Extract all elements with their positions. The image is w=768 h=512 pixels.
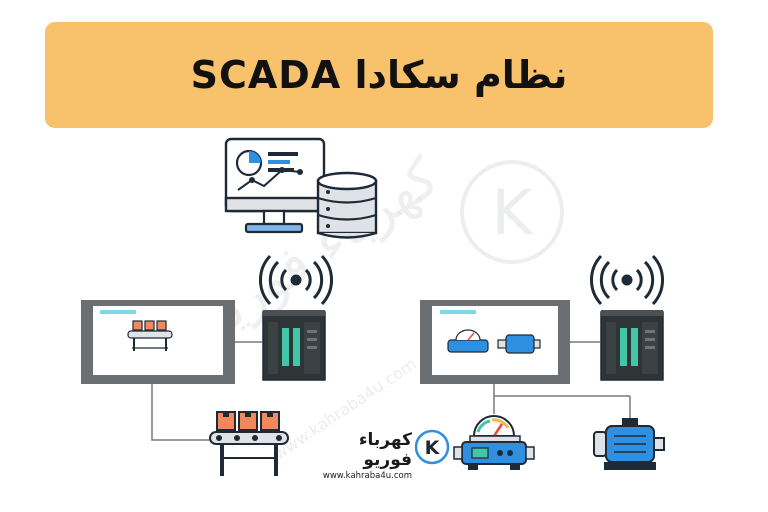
plc-icon-left [262,310,326,381]
pump-icon [453,415,535,470]
conveyor-icon [209,411,289,476]
hmi-screen-left [81,300,235,384]
link-line-conveyor [151,384,210,441]
wireless-signal-icon-right [590,254,664,306]
brand-block: كهرباء فوريو www.kahraba4u.com [312,430,412,481]
kahraba4u-logo: K [414,429,450,465]
monitoring-computer-icon [224,137,326,234]
brand-name: كهرباء فوريو [358,430,412,470]
motor-icon [593,418,665,470]
svg-text:K: K [492,176,534,249]
pump-mini-icon [447,329,489,353]
motor-mini-icon [497,334,541,354]
database-icon [316,171,378,239]
brand-url: www.kahraba4u.com [322,471,412,481]
plc-icon-right [600,310,664,381]
link-line-devices [493,384,630,397]
page-title: نظام سكادا SCADA [190,53,568,97]
watermark-logo-icon: K [460,160,564,264]
logo-letter: K [425,437,441,459]
conveyor-mini-icon [127,320,173,351]
title-banner: نظام سكادا SCADA [45,22,713,128]
hmi-screen-right [420,300,570,384]
wireless-signal-icon-left [259,254,333,306]
